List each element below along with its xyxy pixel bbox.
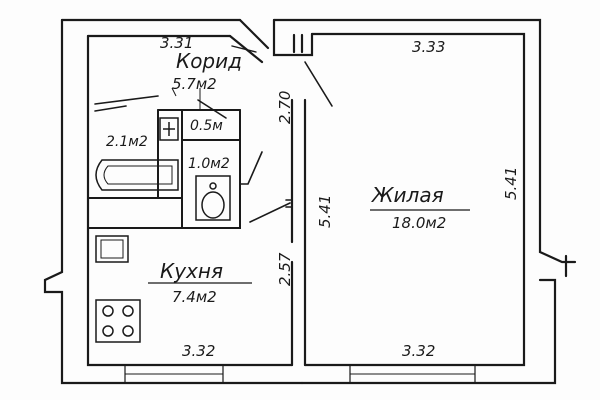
room-toilet-area: 1.0м2 bbox=[188, 156, 230, 172]
stove-burner-4 bbox=[122, 325, 134, 337]
bath-basin bbox=[159, 117, 179, 141]
room-bath-area: 2.1м2 bbox=[106, 134, 148, 150]
dim-living-bottom: 3.32 bbox=[402, 342, 435, 360]
dim-corridor-width: 3.31 bbox=[160, 34, 193, 52]
living-door-swing bbox=[304, 61, 333, 107]
room-living-area: 18.0м2 bbox=[392, 214, 446, 232]
left-unit-inner-wall bbox=[86, 34, 294, 367]
toilet-door bbox=[239, 151, 263, 185]
corridor-shelf bbox=[94, 95, 159, 112]
room-corridor-name: Корид bbox=[176, 49, 242, 73]
fixtures bbox=[95, 87, 476, 384]
dim-kitchen-depth: 2.57 bbox=[276, 252, 294, 286]
toilet-tank bbox=[195, 175, 231, 221]
stove-burner-3 bbox=[102, 325, 114, 337]
left-unit-outer-wall bbox=[43, 18, 304, 385]
stove-burner-2 bbox=[122, 305, 134, 317]
toilet-bowl bbox=[201, 191, 225, 219]
living-pier-notch bbox=[292, 33, 304, 54]
bath-block-wall bbox=[157, 109, 241, 229]
dim-living-depth-right: 5.41 bbox=[502, 167, 520, 200]
stove bbox=[95, 299, 141, 343]
corridor-mark bbox=[171, 87, 201, 110]
kitchen-door-jamb bbox=[285, 199, 293, 208]
room-corridor-area: 5.7м2 bbox=[172, 75, 217, 93]
top-wall-left bbox=[60, 18, 242, 38]
room-wc-area: 0.5м bbox=[190, 118, 223, 134]
dim-living-depth-left: 5.41 bbox=[316, 195, 334, 228]
living-top-left-pier bbox=[272, 18, 314, 57]
kitchen-sink bbox=[95, 235, 129, 263]
dim-living-top: 3.33 bbox=[412, 38, 445, 56]
bathtub bbox=[95, 159, 179, 191]
dim-kitchen-bottom: 3.32 bbox=[182, 342, 215, 360]
room-kitchen-name: Кухня bbox=[160, 259, 223, 283]
toilet-flush bbox=[209, 182, 217, 190]
room-kitchen-area: 7.4м2 bbox=[172, 288, 217, 306]
dim-corridor-depth: 2.70 bbox=[276, 91, 294, 124]
bathtub-inner bbox=[103, 165, 173, 185]
walls bbox=[43, 18, 577, 385]
room-living-name: Жилая bbox=[370, 183, 444, 207]
bath-kitchen-wall bbox=[87, 197, 183, 229]
corridor-door-swing bbox=[231, 45, 257, 53]
kitchen-door-swing bbox=[249, 202, 291, 223]
kitchen-sink-bowl bbox=[100, 239, 124, 259]
stove-burner-1 bbox=[102, 305, 114, 317]
